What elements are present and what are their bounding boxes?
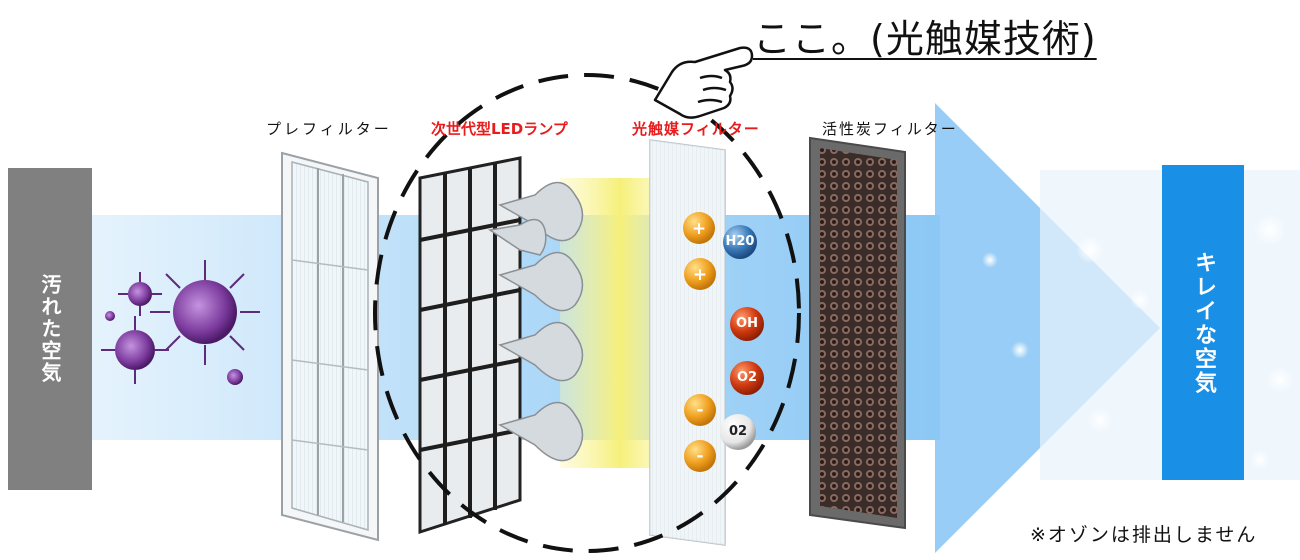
photocatalyst-filter-graphic (649, 139, 726, 546)
led-bulbs (488, 181, 584, 462)
highlight-circle (373, 73, 801, 553)
minus-ion-label: - (696, 446, 704, 466)
dirty-air-label: 汚れた空気 (38, 274, 62, 384)
plus-ion-label: + (691, 219, 707, 239)
sparkles (982, 214, 1293, 470)
carbon-filter-graphic (809, 136, 906, 530)
h2o-molecule-label: H20 (725, 234, 755, 249)
virus-cluster (101, 260, 260, 385)
page-title: ここ。(光触媒技術) (753, 17, 1097, 61)
pointing-hand-icon (653, 46, 754, 119)
o2-molecule-label: 02 (728, 424, 748, 439)
carbon-filter-label: 活性炭フィルター (822, 120, 958, 138)
o2-radical-label: O2 (736, 370, 758, 385)
photocatalyst-filter-label: 光触媒フィルター (632, 120, 760, 138)
led-lamp-label: 次世代型LEDランプ (431, 120, 568, 138)
clean-air-label: キレイな空気 (1191, 250, 1216, 395)
prefilter-label: プレフィルター (266, 120, 392, 138)
clean-air-box: キレイな空気 (1162, 165, 1244, 480)
minus-ion-label: - (696, 400, 704, 420)
led-frame-graphic (418, 156, 522, 535)
molecule-balls (683, 212, 764, 472)
plus-ion-label: + (692, 265, 708, 285)
prefilter-graphic (281, 151, 379, 542)
ozone-note: ※オゾンは排出しません (1030, 524, 1258, 546)
oh-radical-label: OH (736, 316, 758, 331)
dirty-air-box: 汚れた空気 (8, 168, 92, 490)
